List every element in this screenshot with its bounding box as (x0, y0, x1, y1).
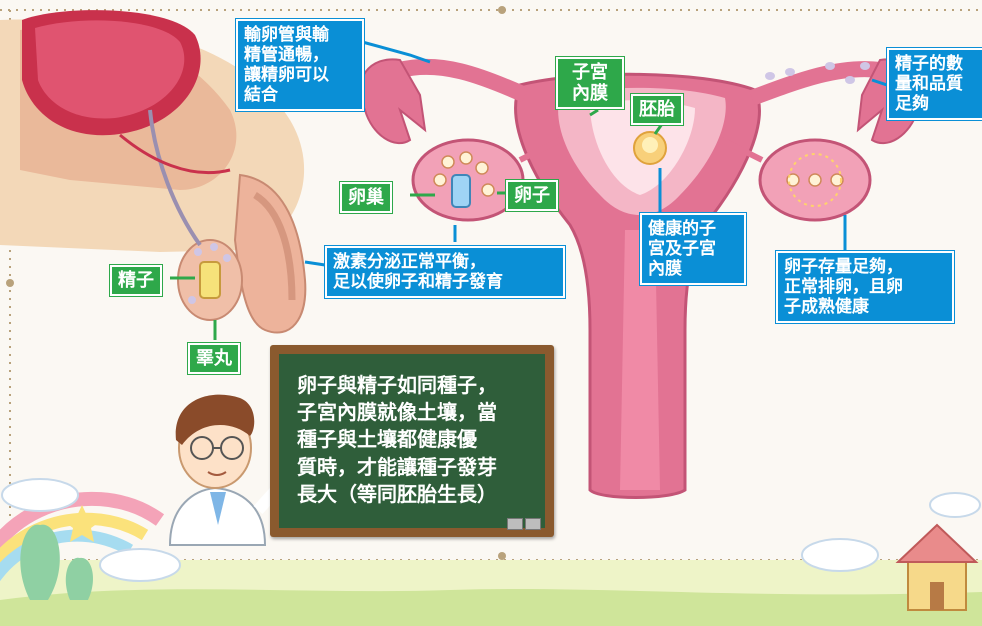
tree (20, 524, 60, 600)
egg-tag: 卵子 (506, 180, 558, 212)
male-anatomy (0, 10, 307, 334)
tube-note-line-2: 精管通暢， (244, 45, 329, 66)
penis-shape (233, 173, 307, 334)
uterus-lining-line-1: 子宮 (572, 62, 608, 83)
ground-decoration (0, 478, 982, 626)
hormone-bottle-female (451, 174, 471, 208)
hormone-note-callout: 激素分泌正常平衡， 足以使卵子和精子發育 (325, 246, 565, 299)
hormone-bottle-male (199, 261, 221, 299)
endometrium-line-3: 內膜 (648, 259, 682, 280)
chalkboard-eraser (507, 518, 523, 530)
endometrium-line-1: 健康的子 (648, 219, 716, 239)
egg-reserve-line-1: 卵子存量足夠， (784, 257, 903, 277)
chalkboard-line-1: 卵子與精子如同種子， (297, 373, 497, 397)
chalkboard: 卵子與精子如同種子， 子宮內膜就像土壤，當 種子與土壤都健康優 質時，才能讓種子… (270, 345, 554, 537)
house-icon (895, 523, 979, 611)
embryo-tag: 胚胎 (631, 94, 683, 126)
tube-note-line-1: 輸卵管與輸 (244, 25, 329, 45)
cloud (1, 478, 79, 512)
sperm-quality-line-3: 足夠 (895, 94, 929, 115)
sperm-quality-line-1: 精子的數 (895, 54, 963, 74)
sperm-tag: 精子 (110, 265, 162, 297)
chalkboard-line-4: 質時，才能讓種子發芽 (297, 454, 497, 479)
testis-tag: 睪丸 (188, 343, 240, 375)
chalkboard-line-5: 長大（等同胚胎生長） (297, 481, 497, 506)
hormone-note-line-1: 激素分泌正常平衡， (333, 252, 486, 272)
uterus-lining-tag: 子宮 內膜 (556, 57, 624, 110)
left-fimbriae (359, 58, 427, 145)
endometrium-note-callout: 健康的子 宮及子宮 內膜 (640, 213, 746, 286)
sperm-quality-line-2: 量和品質 (895, 74, 963, 95)
ovary-tag: 卵巢 (340, 182, 392, 214)
chalkboard-eraser (525, 518, 541, 530)
tube-note-callout: 輸卵管與輸 精管通暢， 讓精卵可以 結合 (236, 19, 364, 112)
egg-reserve-line-3: 子成熟健康 (784, 297, 869, 318)
chalkboard-line-3: 種子與土壤都健康優 (297, 427, 477, 452)
egg-reserve-note-callout: 卵子存量足夠， 正常排卵，且卵 子成熟健康 (776, 251, 954, 324)
chalkboard-surface: 卵子與精子如同種子， 子宮內膜就像土壤，當 種子與土壤都健康優 質時，才能讓種子… (279, 354, 545, 530)
uterus-anatomy (359, 58, 923, 499)
tube-note-line-3: 讓精卵可以 (244, 65, 329, 86)
tube-note-line-4: 結合 (244, 85, 278, 106)
hormone-note-line-2: 足以使卵子和精子發育 (333, 272, 503, 293)
uterus-lining-line-2: 內膜 (572, 83, 608, 105)
left-fallopian-tube (398, 58, 529, 103)
endometrium-line-2: 宮及子宮 (648, 239, 716, 260)
sperm-quality-note-callout: 精子的數 量和品質 足夠 (887, 48, 982, 121)
star-icon (62, 505, 102, 542)
egg-reserve-line-2: 正常排卵，且卵 (784, 277, 903, 298)
chalkboard-text: 卵子與精子如同種子， 子宮內膜就像土壤，當 種子與土壤都健康優 質時，才能讓種子… (297, 372, 497, 508)
chalkboard-line-2: 子宮內膜就像土壤，當 (297, 400, 497, 425)
